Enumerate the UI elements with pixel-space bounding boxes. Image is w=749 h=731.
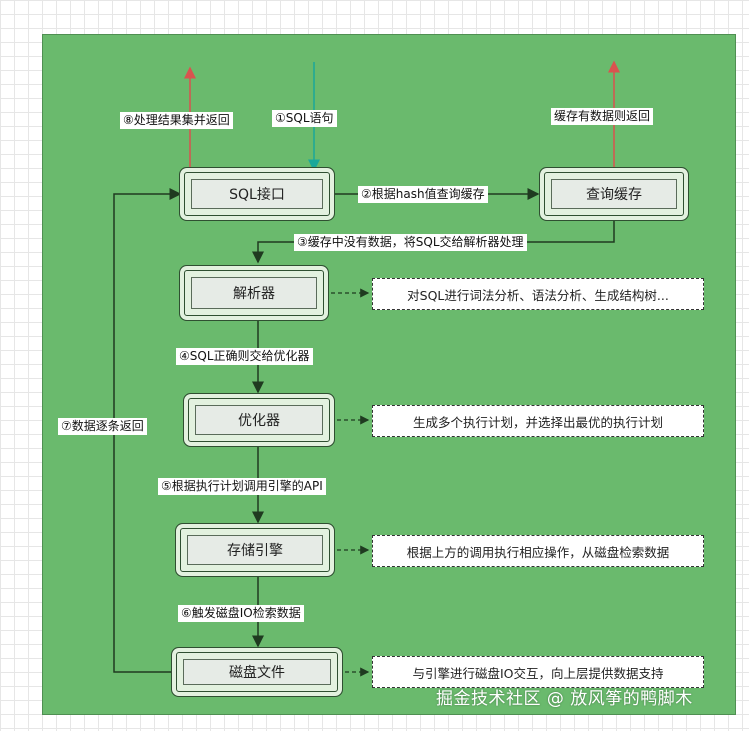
cache-hit-label: 缓存有数据则返回: [551, 108, 654, 125]
step7-label: ⑦数据逐条返回: [58, 418, 147, 435]
step4-label: ④SQL正确则交给优化器: [176, 348, 313, 365]
storage-engine-node: 存储引擎: [180, 528, 330, 572]
disk-file-note: 与引擎进行磁盘IO交互，向上层提供数据支持: [372, 656, 704, 688]
watermark: 掘金技术社区 @ 放风筝的鸭脚木: [436, 689, 693, 709]
diagram-panel: [42, 34, 736, 715]
sql-interface-node: SQL接口: [184, 172, 330, 216]
parser-label: 解析器: [191, 277, 317, 309]
optimizer-note: 生成多个执行计划，并选择出最优的执行计划: [372, 405, 704, 437]
optimizer-node: 优化器: [188, 398, 330, 442]
sql-interface-label: SQL接口: [191, 179, 323, 209]
step6-label: ⑥触发磁盘IO检索数据: [178, 605, 304, 622]
disk-file-node: 磁盘文件: [176, 652, 338, 692]
parser-node: 解析器: [184, 270, 324, 316]
query-cache-label: 查询缓存: [551, 179, 677, 209]
optimizer-label: 优化器: [195, 405, 323, 435]
step3-label: ③缓存中没有数据，将SQL交给解析器处理: [294, 234, 527, 251]
query-cache-node: 查询缓存: [544, 172, 684, 216]
disk-file-label: 磁盘文件: [183, 659, 331, 685]
step1-label: ①SQL语句: [272, 110, 337, 127]
step5-label: ⑤根据执行计划调用引擎的API: [158, 478, 326, 495]
step8-label: ⑧处理结果集并返回: [120, 112, 233, 129]
parser-note: 对SQL进行词法分析、语法分析、生成结构树...: [372, 278, 704, 310]
step2-label: ②根据hash值查询缓存: [358, 186, 488, 203]
storage-engine-note: 根据上方的调用执行相应操作，从磁盘检索数据: [372, 535, 704, 567]
storage-engine-label: 存储引擎: [187, 535, 323, 565]
